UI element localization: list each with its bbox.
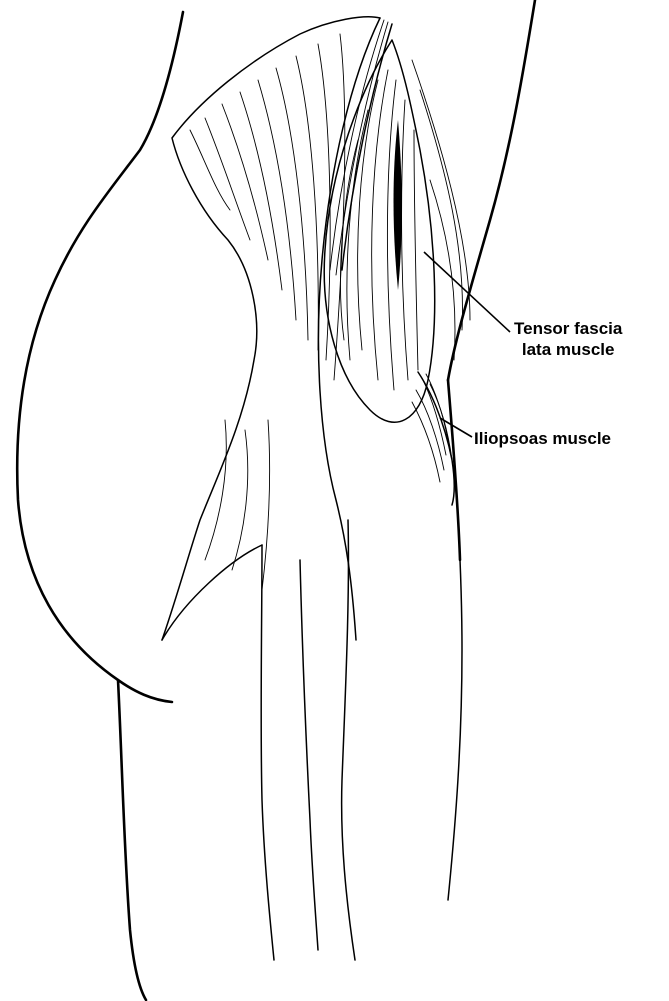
tensor-leader-line xyxy=(424,252,510,332)
tensor-label-line2: lata muscle xyxy=(514,339,622,360)
gluteus-fibers xyxy=(190,34,345,590)
vastus-lateralis-contour xyxy=(342,520,355,960)
tensor-fascia-lata-label: Tensor fascia lata muscle xyxy=(514,318,622,360)
iliopsoas-leader-line xyxy=(440,418,472,437)
iliopsoas-label: Iliopsoas muscle xyxy=(474,428,611,449)
tensor-shadow xyxy=(394,120,402,290)
gluteal-fold xyxy=(118,680,146,1000)
buttock-outline xyxy=(17,12,183,702)
iliotibial-tract-left xyxy=(261,545,274,960)
iliotibial-tract-right xyxy=(300,560,318,950)
lateral-strands xyxy=(412,60,470,360)
tensor-fascia-lata-fibers xyxy=(340,70,418,390)
tensor-label-line1: Tensor fascia xyxy=(514,318,622,339)
